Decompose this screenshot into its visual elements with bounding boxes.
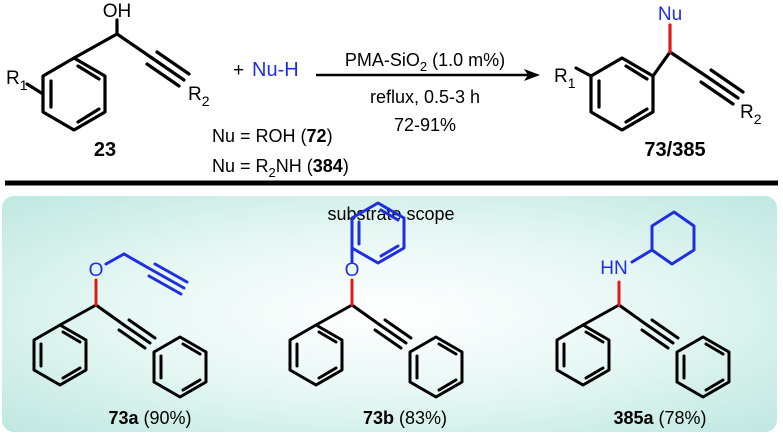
product-73a bbox=[32, 303, 208, 399]
conditions-reflux: reflux, 0.5-3 h bbox=[370, 87, 480, 107]
conditions-yield: 72-91% bbox=[394, 115, 456, 135]
product-73-385 bbox=[574, 50, 745, 132]
substrate-scope-panel bbox=[2, 196, 777, 432]
product-73b-oxygen: O bbox=[345, 260, 360, 281]
product-385a-label: 385a (78%) bbox=[613, 408, 706, 428]
product-compound-number: 73/385 bbox=[644, 139, 705, 161]
product-385a bbox=[555, 303, 731, 399]
nu-definition-alcohol: Nu = ROH (72) bbox=[212, 126, 333, 146]
reactant-r2-label: R2 bbox=[188, 84, 210, 109]
product-73b bbox=[288, 303, 464, 399]
product-385a-amine: HN bbox=[600, 258, 627, 279]
product-385a-cyclopentyl bbox=[630, 210, 696, 266]
product-73b-phenoxy-ring bbox=[350, 201, 406, 265]
product-r1-label: R1 bbox=[554, 66, 576, 91]
reactant-23 bbox=[25, 18, 191, 132]
reactant-compound-number: 23 bbox=[94, 139, 116, 161]
product-73a-label: 73a (90%) bbox=[108, 408, 191, 428]
conditions-catalyst: PMA-SiO2 (1.0 m%) bbox=[345, 50, 505, 74]
nucleophile-label: Nu-H bbox=[252, 59, 299, 81]
plus-sign: + bbox=[233, 60, 244, 81]
reactant-oh-label: OH bbox=[103, 1, 132, 22]
product-73b-label: 73b (83%) bbox=[363, 408, 447, 428]
nu-definition-amine: Nu = R2NH (384) bbox=[212, 156, 349, 180]
product-73a-oxygen: O bbox=[89, 260, 104, 281]
reactant-r1-label: R1 bbox=[6, 68, 28, 93]
product-nu-label: Nu bbox=[658, 4, 682, 25]
reactant-benzene-ring bbox=[41, 56, 107, 132]
product-73a-propargyl bbox=[104, 252, 189, 296]
product-r2-label: R2 bbox=[740, 102, 762, 127]
scope-title: substrate scope bbox=[327, 204, 454, 224]
reaction-arrow bbox=[316, 69, 540, 81]
